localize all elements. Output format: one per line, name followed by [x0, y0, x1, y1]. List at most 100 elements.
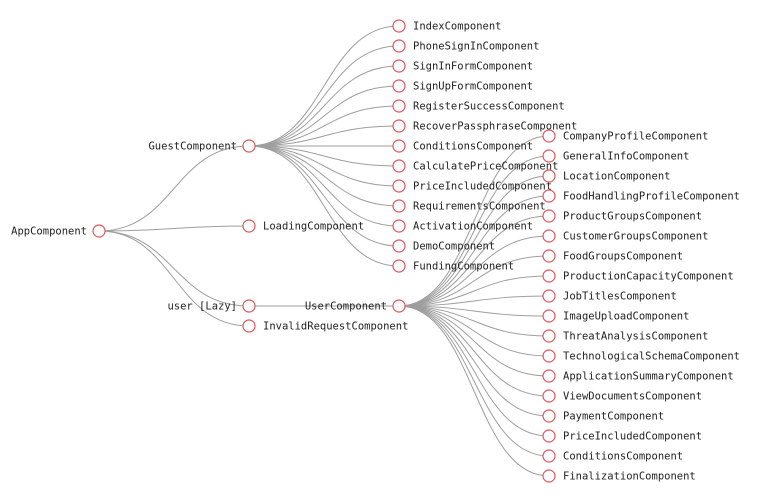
node-circle[interactable] [542, 429, 556, 443]
node-label: ConditionsComponent [413, 141, 533, 153]
node-circle[interactable] [542, 189, 556, 203]
tree-edge [398, 305, 550, 317]
tree-node-appcomponent[interactable]: AppComponent [11, 224, 106, 238]
tree-node-guestcomponent[interactable]: GuestComponent [148, 139, 256, 153]
tree-edge [248, 145, 400, 187]
tree-node-priceincludedcomponent[interactable]: PriceIncludedComponent [392, 179, 552, 193]
node-label: ProductGroupsComponent [563, 211, 702, 223]
node-circle[interactable] [242, 319, 256, 333]
node-label: CalculatePriceComponent [413, 161, 558, 173]
node-circle[interactable] [542, 389, 556, 403]
node-circle[interactable] [392, 99, 406, 113]
node-circle[interactable] [542, 369, 556, 383]
node-circle[interactable] [542, 309, 556, 323]
tree-node-productioncapacitycomponent[interactable]: ProductionCapacityComponent [542, 269, 734, 283]
node-circle[interactable] [392, 299, 406, 313]
tree-node-recoverpassphrasecomponent[interactable]: RecoverPassphraseComponent [392, 119, 577, 133]
node-circle[interactable] [542, 169, 556, 183]
tree-node-viewdocumentscomponent[interactable]: ViewDocumentsComponent [542, 389, 702, 403]
tree-edge [398, 155, 550, 307]
node-circle[interactable] [392, 39, 406, 53]
node-circle[interactable] [392, 119, 406, 133]
tree-node-conditionscomponent[interactable]: ConditionsComponent [392, 139, 533, 153]
tree-edge [398, 195, 550, 307]
tree-node-fundingcomponent[interactable]: FundingComponent [392, 259, 514, 273]
node-circle[interactable] [542, 409, 556, 423]
tree-node-locationcomponent[interactable]: LocationComponent [542, 169, 670, 183]
tree-edges [98, 25, 550, 477]
node-circle[interactable] [542, 329, 556, 343]
node-circle[interactable] [392, 219, 406, 233]
tree-node-paymentcomponent[interactable]: PaymentComponent [542, 409, 664, 423]
tree-node-imageuploadcomponent[interactable]: ImageUploadComponent [542, 309, 689, 323]
tree-edge [248, 145, 400, 167]
tree-node-signupformcomponent[interactable]: SignUpFormComponent [392, 79, 533, 93]
node-label: FundingComponent [413, 261, 514, 273]
node-circle[interactable] [392, 159, 406, 173]
node-circle[interactable] [242, 299, 256, 313]
tree-node-invalidrequestcomponent[interactable]: InvalidRequestComponent [242, 319, 408, 333]
tree-edge [248, 145, 400, 247]
tree-node-finalizationcomponent[interactable]: FinalizationComponent [542, 469, 696, 483]
node-label: user [Lazy] [167, 301, 237, 313]
node-circle[interactable] [542, 149, 556, 163]
node-circle[interactable] [92, 224, 106, 238]
tree-node-loadingcomponent[interactable]: LoadingComponent [242, 219, 364, 233]
node-circle[interactable] [542, 469, 556, 483]
tree-node-threatanalysiscomponent[interactable]: ThreatAnalysisComponent [542, 329, 708, 343]
node-circle[interactable] [542, 209, 556, 223]
tree-edge [248, 145, 400, 207]
node-circle[interactable] [392, 19, 406, 33]
node-label: FoodHandlingProfileComponent [563, 191, 740, 203]
tree-node-activationcomponent[interactable]: ActivationComponent [392, 219, 533, 233]
node-circle[interactable] [542, 349, 556, 363]
tree-node-indexcomponent[interactable]: IndexComponent [392, 19, 502, 33]
node-circle[interactable] [392, 59, 406, 73]
tree-edge [248, 105, 400, 147]
tree-node-phonesignincomponent[interactable]: PhoneSignInComponent [392, 39, 539, 53]
tree-node-customergroupscomponent[interactable]: CustomerGroupsComponent [542, 229, 708, 243]
node-circle[interactable] [392, 199, 406, 213]
tree-node-companyprofilecomponent[interactable]: CompanyProfileComponent [542, 129, 708, 143]
node-circle[interactable] [542, 229, 556, 243]
node-label: SignUpFormComponent [413, 81, 533, 93]
node-circle[interactable] [242, 219, 256, 233]
tree-node-calculatepricecomponent[interactable]: CalculatePriceComponent [392, 159, 558, 173]
node-label: FinalizationComponent [563, 471, 696, 483]
tree-node-technologicalschemacomponent[interactable]: TechnologicalSchemaComponent [542, 349, 740, 363]
tree-node-applicationsummarycomponent[interactable]: ApplicationSummaryComponent [542, 369, 734, 383]
node-label: ThreatAnalysisComponent [563, 331, 708, 343]
tree-node-signinformcomponent[interactable]: SignInFormComponent [392, 59, 533, 73]
node-circle[interactable] [542, 449, 556, 463]
node-circle[interactable] [392, 259, 406, 273]
node-circle[interactable] [392, 79, 406, 93]
tree-node-democomponent[interactable]: DemoComponent [392, 239, 495, 253]
node-circle[interactable] [392, 139, 406, 153]
node-circle[interactable] [542, 129, 556, 143]
node-circle[interactable] [242, 139, 256, 153]
tree-node-user-lazy[interactable]: user [Lazy] [167, 299, 256, 313]
tree-node-productgroupscomponent[interactable]: ProductGroupsComponent [542, 209, 702, 223]
tree-edge [98, 230, 250, 307]
node-label: RequirementsComponent [413, 201, 546, 213]
tree-node-foodhandlingprofilecomponent[interactable]: FoodHandlingProfileComponent [542, 189, 740, 203]
tree-edge [398, 305, 550, 437]
tree-node-generalinfocomponent[interactable]: GeneralInfoComponent [542, 149, 689, 163]
node-circle[interactable] [392, 239, 406, 253]
node-circle[interactable] [542, 249, 556, 263]
node-circle[interactable] [542, 269, 556, 283]
tree-node-usercomponent[interactable]: UserComponent [305, 299, 406, 313]
tree-node-conditionscomponent[interactable]: ConditionsComponent [542, 449, 683, 463]
node-circle[interactable] [392, 179, 406, 193]
node-circle[interactable] [542, 289, 556, 303]
tree-node-requirementscomponent[interactable]: RequirementsComponent [392, 199, 546, 213]
node-label: ConditionsComponent [563, 451, 683, 463]
node-label: PaymentComponent [563, 411, 664, 423]
tree-node-jobtitlescomponent[interactable]: JobTitlesComponent [542, 289, 677, 303]
node-label: ActivationComponent [413, 221, 533, 233]
tree-node-priceincludedcomponent[interactable]: PriceIncludedComponent [542, 429, 702, 443]
tree-node-foodgroupscomponent[interactable]: FoodGroupsComponent [542, 249, 683, 263]
tree-edge [398, 305, 550, 417]
tree-node-registersuccesscomponent[interactable]: RegisterSuccessComponent [392, 99, 565, 113]
